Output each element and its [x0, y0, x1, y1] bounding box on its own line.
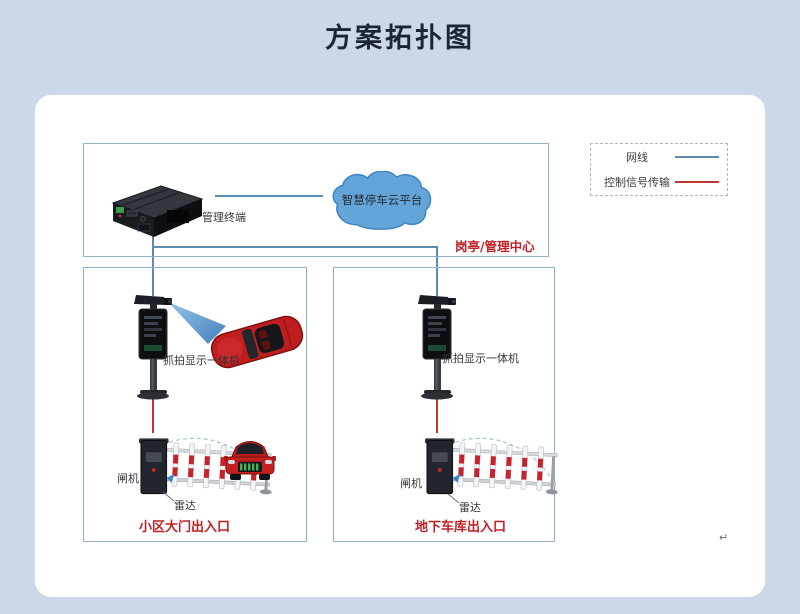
signal-line-right: [436, 399, 438, 433]
management-zone-label: 岗亭/管理中心: [455, 239, 535, 254]
legend-network-line-swatch: [675, 156, 719, 158]
cloud-platform: 智慧停车云平台: [322, 171, 442, 233]
legend-network-label: 网线: [626, 151, 648, 164]
legend-row-signal: 控制信号传输: [599, 174, 719, 190]
zone-box-community-gate: [83, 267, 307, 542]
gate-label-left: 闸机: [117, 472, 139, 485]
car-front-image: [224, 441, 276, 480]
radar-label-right: 雷达: [459, 501, 481, 514]
zone-name-left: 小区大门出入口: [139, 520, 231, 535]
legend-signal-label: 控制信号传输: [604, 176, 670, 189]
cloud-label: 智慧停车云平台: [341, 193, 423, 207]
camera-beam-graphic: [168, 302, 226, 344]
diagram-panel: 管理终端 智慧停车云平台 岗亭/管理中心 网线 控制信号传输: [35, 95, 765, 597]
camera-pole-image-right: [418, 295, 456, 400]
network-line-terminal-cloud: [215, 195, 323, 197]
zone-box-garage: [333, 267, 555, 542]
radar-leader-line-right: [447, 493, 460, 504]
legend-row-network: 网线: [599, 149, 719, 165]
management-terminal-image: [111, 185, 204, 237]
radar-leader-line-left: [162, 491, 175, 502]
barrier-gate-image-right: [424, 437, 558, 495]
management-zone-box: [83, 143, 549, 257]
network-line-terminal-down: [152, 235, 154, 296]
camera-pole-image-left: [134, 295, 172, 400]
gate-label-right: 闸机: [400, 477, 422, 490]
network-line-right-down: [436, 246, 438, 296]
page-title: 方案拓扑图: [325, 23, 475, 54]
radar-label-left: 雷达: [174, 499, 196, 512]
return-mark: ↵: [719, 531, 729, 544]
network-line-branch: [152, 246, 438, 248]
cloud-shape: [332, 171, 432, 230]
camera-label-left: 抓拍显示一体机: [163, 354, 240, 367]
legend-box: 网线 控制信号传输: [590, 143, 728, 196]
zone-name-right: 地下车库出入口: [415, 520, 507, 535]
barrier-gate-image-left: [138, 437, 272, 495]
signal-line-left: [152, 399, 154, 433]
camera-label-right: 抓拍显示一体机: [442, 352, 519, 365]
terminal-label: 管理终端: [202, 211, 246, 224]
legend-signal-line-swatch: [675, 181, 719, 183]
car-top-image: [210, 315, 304, 369]
